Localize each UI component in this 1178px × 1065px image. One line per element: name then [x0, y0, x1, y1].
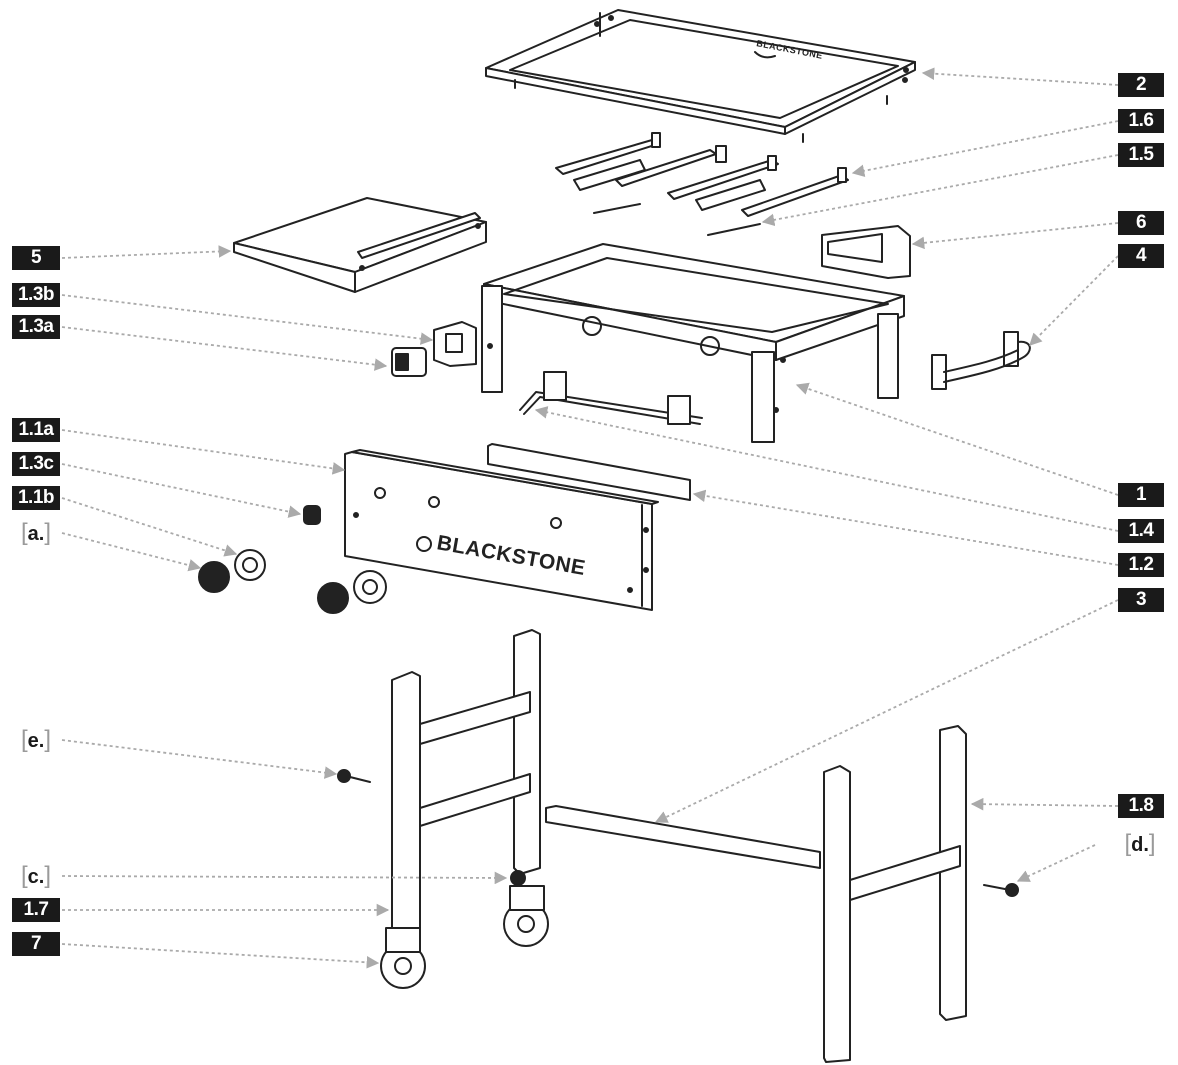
leader-2: [921, 67, 1119, 86]
leader-4: [1029, 255, 1119, 346]
bracket-open: [: [20, 726, 28, 753]
label-1: 1: [1118, 483, 1164, 507]
label-a-text: a.: [27, 523, 45, 545]
bracket-close: ]: [1148, 830, 1156, 857]
bracket-open: [: [20, 862, 28, 889]
leader-7: [61, 943, 380, 969]
label-c-text: c.: [27, 866, 45, 888]
label-1.7: 1.7: [12, 898, 60, 922]
label-1.2: 1.2: [1118, 553, 1164, 577]
control-panel: [344, 449, 659, 611]
leader-1.3b: [61, 294, 434, 345]
griddle-top: [485, 9, 916, 143]
leader-3: [654, 599, 1119, 823]
bracket-open: [: [1124, 830, 1132, 857]
label-1.1b: 1.1b: [12, 486, 60, 510]
leader-a: [61, 532, 202, 572]
leader-e: [61, 739, 338, 779]
leader-1.5: [761, 154, 1119, 227]
label-1.3b: 1.3b: [12, 283, 60, 307]
handle: [931, 331, 1031, 390]
label-e-text: e.: [27, 730, 45, 752]
leader-d: [1016, 844, 1096, 882]
label-d: [d.]: [1116, 831, 1164, 857]
label-e: [e.]: [12, 727, 60, 753]
label-1.1a: 1.1a: [12, 418, 60, 442]
gas-manifold: [519, 371, 703, 425]
bracket-close: ]: [44, 519, 52, 546]
label-d-text: d.: [1131, 834, 1149, 856]
bolts: [337, 769, 1019, 897]
leader-5: [61, 245, 232, 259]
label-4: 4: [1118, 244, 1164, 268]
leader-1.6: [851, 120, 1119, 177]
label-a: [a.]: [12, 520, 60, 546]
label-1.4: 1.4: [1118, 519, 1164, 543]
label-5: 5: [12, 246, 60, 270]
label-6: 6: [1118, 211, 1164, 235]
label-3: 3: [1118, 588, 1164, 612]
leader-1.2: [692, 489, 1119, 566]
control-knobs: [198, 505, 387, 614]
label-1.3a: 1.3a: [12, 315, 60, 339]
label-2: 2: [1118, 73, 1164, 97]
leader-c: [61, 871, 508, 885]
right-leg-assembly: [823, 725, 967, 1063]
leader-1: [795, 382, 1119, 496]
side-shelf: [233, 197, 487, 293]
leader-1.1a: [61, 429, 346, 475]
leader-1.3c: [61, 463, 302, 518]
label-1.3c: 1.3c: [12, 452, 60, 476]
label-1.6: 1.6: [1118, 109, 1164, 133]
leader-1.3a: [61, 326, 388, 371]
label-7: 7: [12, 932, 60, 956]
casters: [380, 870, 549, 989]
leader-1.1b: [61, 497, 238, 557]
leader-6: [911, 222, 1119, 250]
bracket-close: ]: [44, 862, 52, 889]
valve-holder: [433, 321, 477, 367]
grease-cup: [821, 225, 911, 279]
label-1.5: 1.5: [1118, 143, 1164, 167]
leader-1.8: [970, 797, 1119, 811]
main-frame: [481, 243, 905, 443]
bracket-open: [: [20, 519, 28, 546]
label-1.8: 1.8: [1118, 794, 1164, 818]
bracket-close: ]: [44, 726, 52, 753]
heat-shield: [487, 443, 691, 501]
ignitor: [391, 347, 427, 377]
label-c: [c.]: [12, 863, 60, 889]
burner-tubes: [555, 132, 849, 236]
cross-bar: [545, 805, 821, 869]
